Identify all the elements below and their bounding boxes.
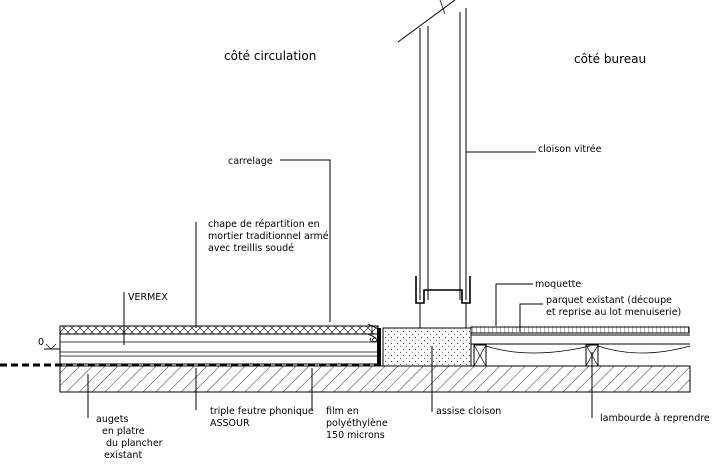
- label-vermex: VERMEX: [128, 292, 168, 303]
- label-assise-cloison: assise cloison: [436, 406, 501, 417]
- label-augets-line3: du plancher: [106, 438, 163, 449]
- leader-lines: [87, 151, 593, 418]
- label-chape-line2: mortier traditionnel armé: [208, 231, 329, 242]
- dimension-6: [367, 323, 377, 339]
- label-chape-line3: avec treillis soudé: [208, 243, 294, 254]
- edge-joint: [377, 328, 381, 366]
- label-augets-line4: existant: [104, 450, 142, 461]
- zero-level-marker: [44, 343, 60, 350]
- label-moquette: moquette: [535, 279, 581, 290]
- existing-slab: [59, 365, 691, 393]
- label-film-line1: film en: [326, 406, 359, 417]
- label-feutre-line2: ASSOUR: [210, 418, 250, 429]
- label-feutre-line1: triple feutre phonique: [210, 406, 314, 417]
- label-augets-line2: en platre: [102, 426, 145, 437]
- label-zero: 0: [38, 337, 44, 348]
- label-film-line2: polyéthylène: [326, 418, 388, 429]
- label-carrelage: carrelage: [228, 156, 273, 167]
- tile-layer: [59, 325, 379, 335]
- label-augets-line1: augets: [96, 414, 128, 425]
- label-parquet-line1: parquet existant (découpe: [546, 295, 672, 306]
- label-cloison-vitree: cloison vitrée: [538, 144, 602, 155]
- screed-layer: [59, 333, 379, 365]
- partition-base: [382, 327, 472, 367]
- glazed-partition: [397, 0, 471, 328]
- side-left-title: côté circulation: [224, 49, 316, 63]
- side-right-title: côté bureau: [574, 52, 646, 66]
- joist-1: [473, 344, 487, 367]
- label-lambourde: lambourde à reprendre: [600, 413, 710, 424]
- label-film-line3: 150 microns: [326, 430, 385, 441]
- label-parquet-line2: et reprise au lot menuiserie): [546, 307, 681, 318]
- label-chape-line1: chape de répartition en: [208, 219, 320, 230]
- parquet-floor: [470, 326, 691, 367]
- label-dimension-6: 6: [369, 337, 380, 343]
